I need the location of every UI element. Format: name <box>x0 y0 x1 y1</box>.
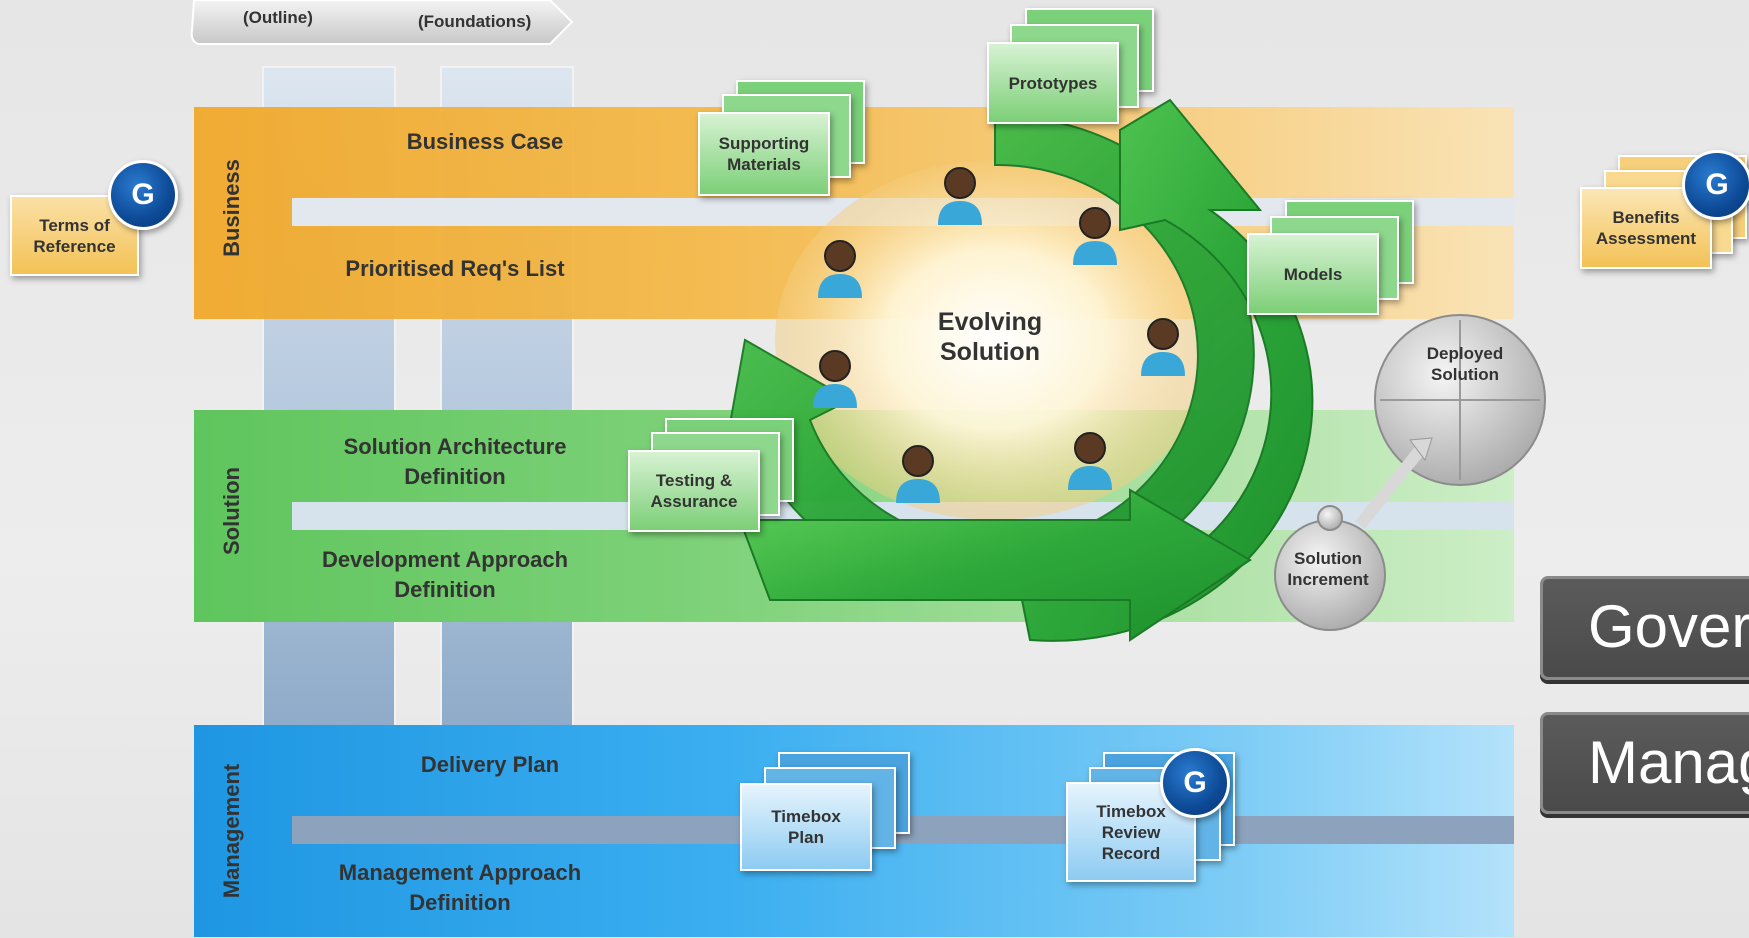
puzzle-graphic <box>1274 314 1546 631</box>
governance-button[interactable]: Gover <box>1540 576 1749 680</box>
person-icon <box>1070 205 1120 272</box>
person-icon <box>893 443 943 510</box>
phase-outline: (Outline) <box>243 8 313 27</box>
label-delivery-plan: Delivery Plan <box>420 752 560 777</box>
person-icon <box>935 165 985 232</box>
increment-arrow <box>738 488 1252 642</box>
group-label-business: Business <box>219 159 244 257</box>
governance-badge-icon: G <box>108 160 178 230</box>
group-label-solution: Solution <box>219 467 244 555</box>
doc-prototypes: Prototypes <box>987 42 1119 124</box>
governance-badge-icon: G <box>1160 748 1230 818</box>
label-business-case: Business Case <box>406 129 564 154</box>
label-prioritised-reqs: Prioritised Req's List <box>345 256 565 281</box>
governance-badge-icon: G <box>1682 150 1749 220</box>
phase-foundations: (Foundations) <box>418 12 532 31</box>
management-button[interactable]: Manag <box>1540 712 1749 814</box>
person-icon <box>1138 316 1188 383</box>
person-icon <box>815 238 865 305</box>
doc-testing-assurance: Testing &Assurance <box>628 450 760 532</box>
person-icon <box>810 348 860 415</box>
person-icon <box>1065 430 1115 497</box>
group-label-management: Management <box>219 763 244 899</box>
cycle-ring-right <box>1018 98 1314 642</box>
phase-arrow <box>190 0 574 45</box>
doc-models: Models <box>1247 233 1379 315</box>
